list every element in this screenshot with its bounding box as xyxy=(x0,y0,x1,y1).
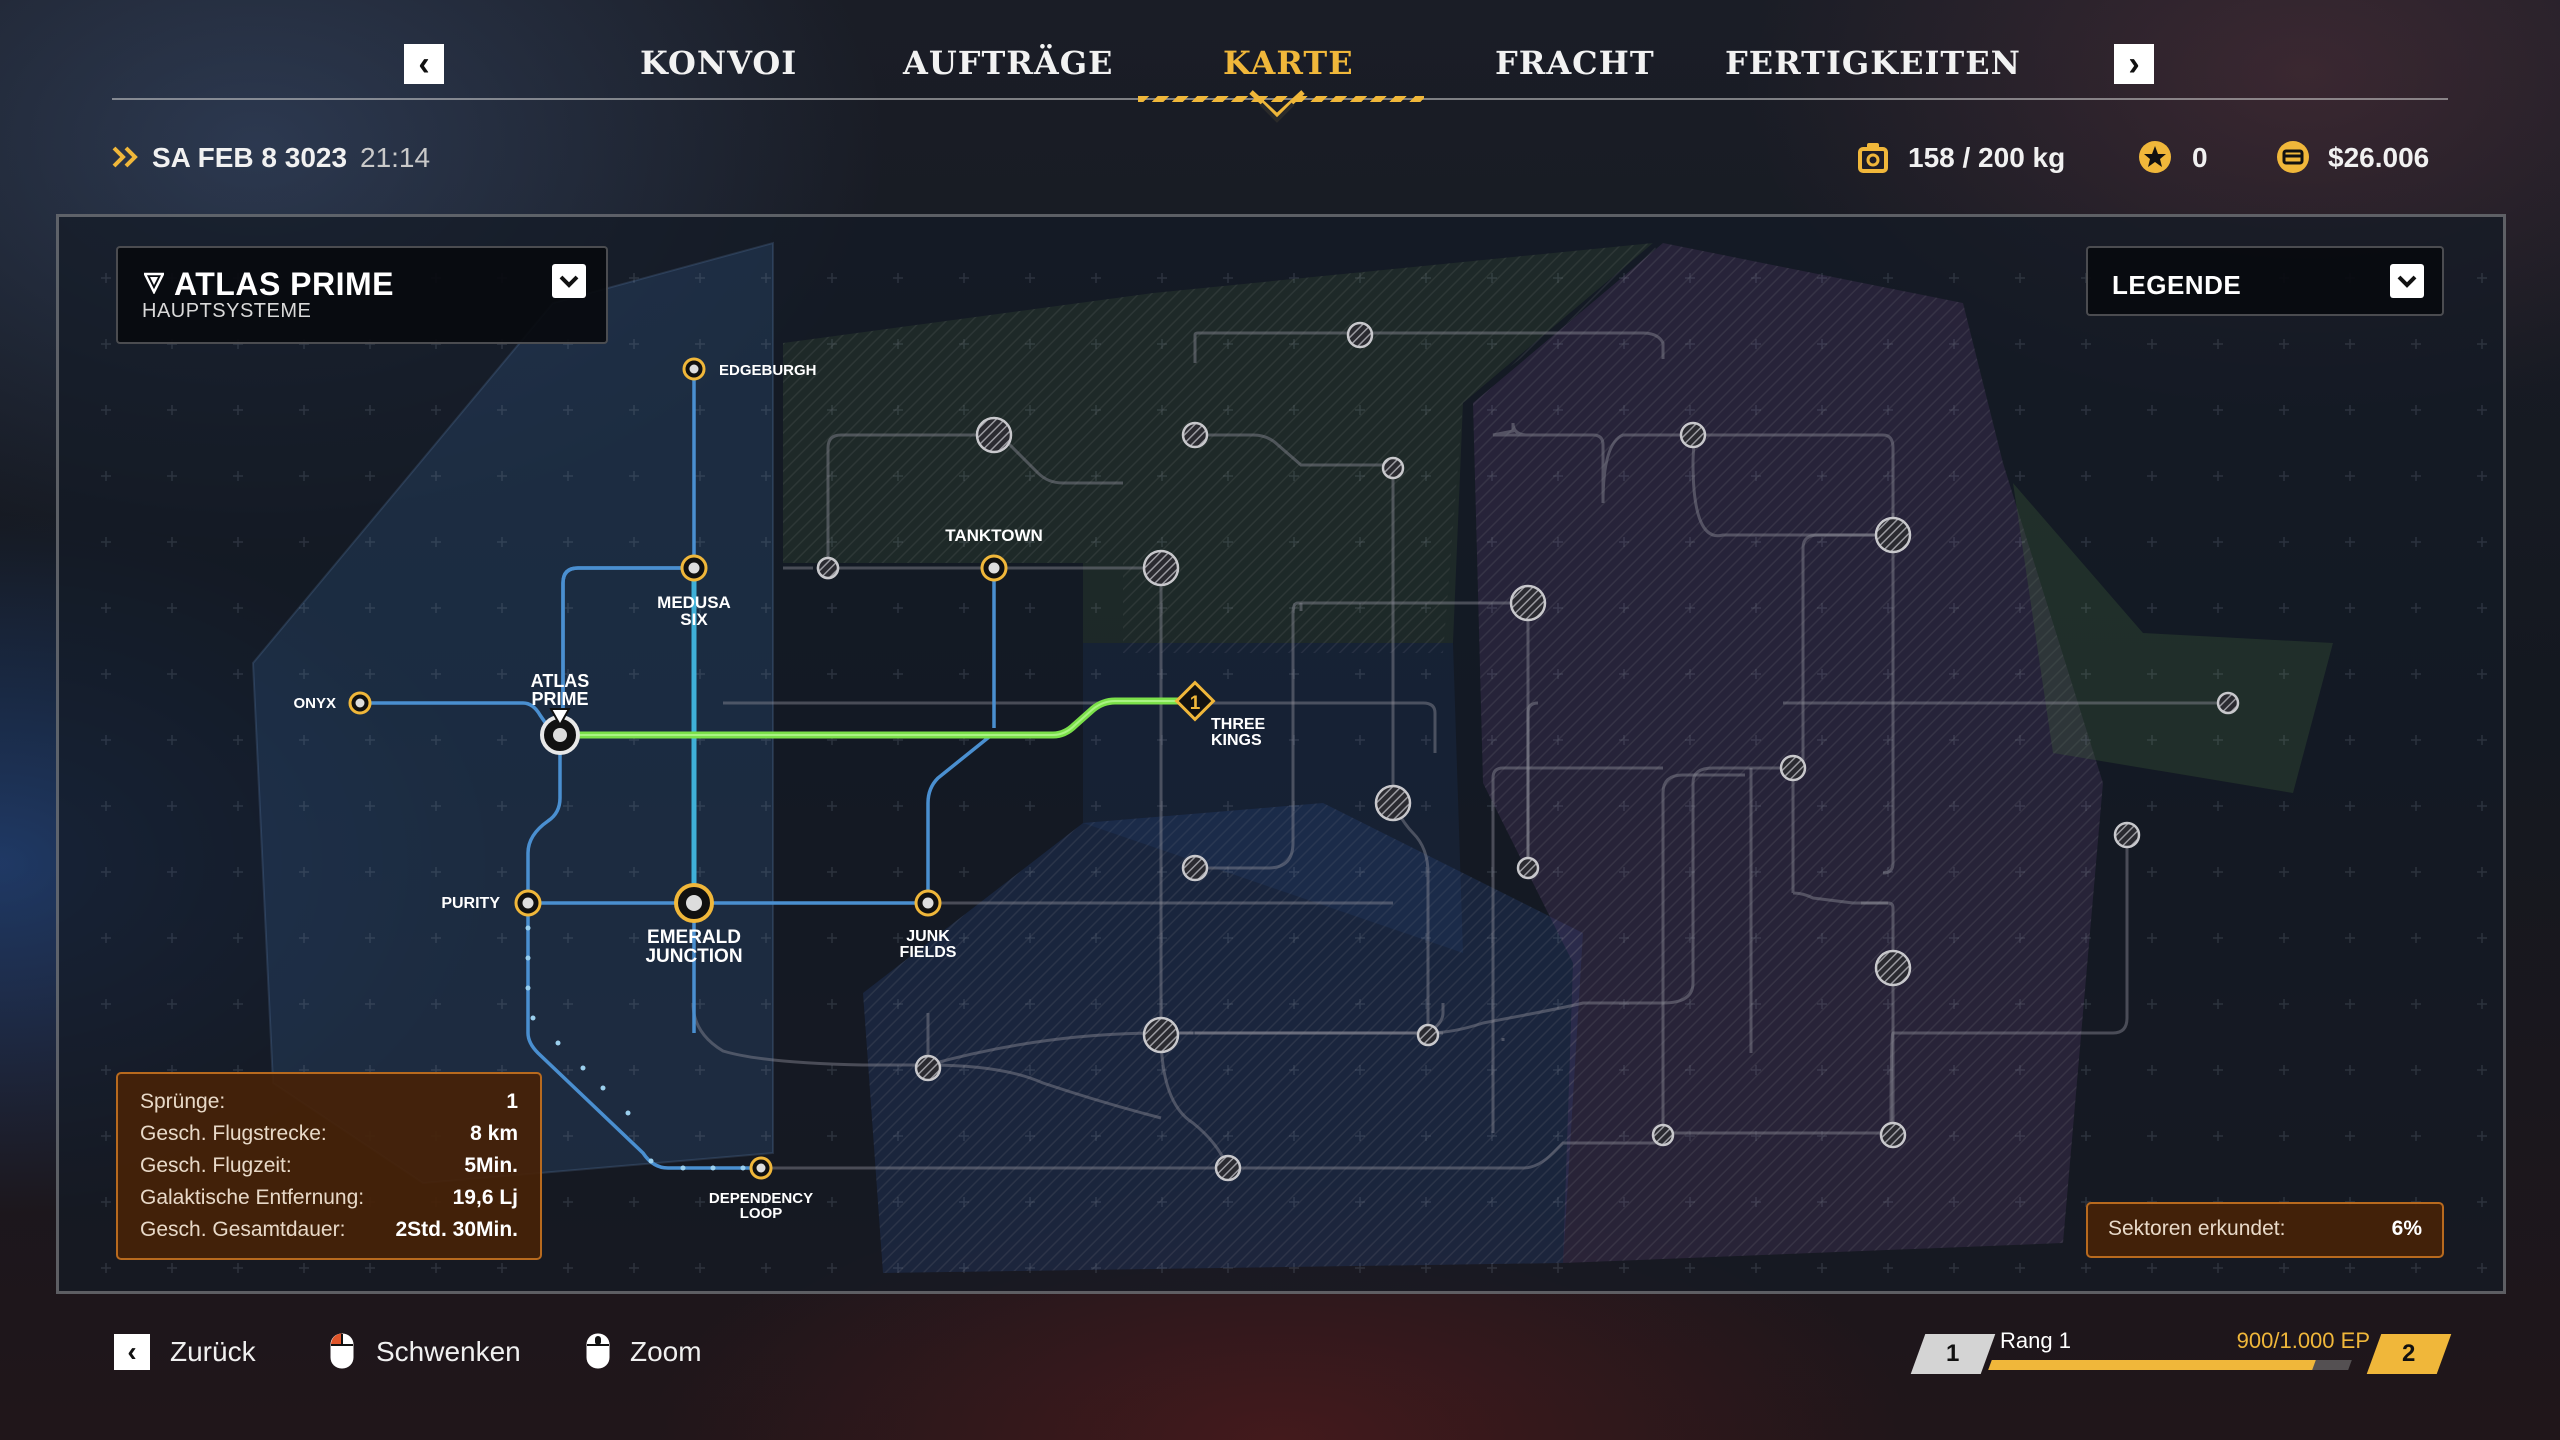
xp-progress-bar xyxy=(1988,1360,2352,1370)
label-three-kings-1: THREE xyxy=(1211,716,1266,733)
nav-next-button[interactable]: › xyxy=(2114,44,2154,84)
label-atlas-1: ATLAS xyxy=(531,671,590,691)
galaxy-map[interactable]: 1 EDGEBURGH TANKTOWN MEDUSA SIX ONYX ATL… xyxy=(56,214,2506,1294)
xp-progress-fill xyxy=(1988,1360,2316,1370)
map-canvas[interactable]: 1 EDGEBURGH TANKTOWN MEDUSA SIX ONYX ATL… xyxy=(59,217,2503,1291)
tab-konvoi[interactable]: KONVOI xyxy=(640,44,798,82)
active-tab-indicator xyxy=(1138,96,1424,102)
back-button[interactable]: Zurück xyxy=(170,1336,256,1367)
game-date: SA FEB 8 3023 xyxy=(152,142,348,173)
map-node-emerald-junction[interactable] xyxy=(674,883,714,923)
cargo-capacity: 158 / 200 kg xyxy=(1908,142,2066,173)
map-node-tanktown[interactable] xyxy=(980,554,1008,582)
map-node-edgeburgh[interactable] xyxy=(682,357,706,381)
info-row-jumps: Sprünge:1 xyxy=(140,1090,518,1113)
label-medusa-1: MEDUSA xyxy=(657,593,731,612)
system-selector[interactable]: ATLAS PRIME HAUPTSYSTEME xyxy=(116,246,608,344)
map-node-dependency-loop[interactable] xyxy=(749,1156,773,1180)
info-row-flight-time: Gesch. Flugzeit:5Min. xyxy=(140,1154,518,1177)
label-atlas-2: PRIME xyxy=(531,689,588,709)
dependency-loop-route xyxy=(525,925,746,1171)
map-node-atlas-prime[interactable] xyxy=(540,708,580,755)
label-medusa-2: SIX xyxy=(680,610,708,629)
next-rank-badge: 2 xyxy=(2366,1334,2452,1374)
route-jump-marker: 1 xyxy=(1190,693,1201,714)
chevron-down-icon xyxy=(559,275,579,288)
sectors-value: 6% xyxy=(2391,1217,2422,1240)
legend-dropdown[interactable]: LEGENDE xyxy=(2086,246,2444,316)
tab-auftraege[interactable]: AUFTRÄGE xyxy=(903,44,1114,82)
active-tab-chevron-icon xyxy=(1249,90,1305,123)
tab-karte[interactable]: KARTE xyxy=(1223,44,1354,82)
chevron-right-icon: › xyxy=(2128,44,2140,83)
star-icon xyxy=(2139,141,2171,173)
credits-balance: $26.006 xyxy=(2328,142,2430,173)
tab-fracht[interactable]: FRACHT xyxy=(1495,44,1655,82)
label-emerald-1: EMERALD xyxy=(647,927,741,948)
system-pin-icon xyxy=(144,272,164,294)
current-rank-badge: 1 xyxy=(1910,1334,1996,1374)
zoom-control: Zoom xyxy=(630,1336,702,1367)
map-sectors xyxy=(59,217,2503,1291)
label-dependency-2: LOOP xyxy=(740,1205,783,1222)
label-onyx: ONYX xyxy=(293,695,336,712)
mouse-left-click-icon xyxy=(330,1333,354,1369)
map-node-onyx[interactable] xyxy=(348,691,372,715)
label-dependency-1: DEPENDENCY xyxy=(709,1190,813,1207)
rank-label: Rang 1 xyxy=(2000,1328,2071,1353)
nav-prev-button[interactable]: ‹ xyxy=(404,44,444,84)
pan-control: Schwenken xyxy=(376,1336,521,1367)
label-purity: PURITY xyxy=(441,895,500,912)
label-junk-1: JUNK xyxy=(906,928,950,945)
star-count: 0 xyxy=(2192,142,2208,173)
info-row-galactic-distance: Galaktische Entfernung:19,6 Lj xyxy=(140,1186,518,1209)
fast-forward-icon xyxy=(112,146,138,168)
route-info-panel: Sprünge:1 Gesch. Flugstrecke:8 km Gesch.… xyxy=(116,1072,542,1260)
system-dropdown-button[interactable] xyxy=(552,264,586,298)
xp-label: 900/1.000 EP xyxy=(2236,1328,2370,1353)
chevron-down-icon xyxy=(2397,275,2417,288)
info-row-distance: Gesch. Flugstrecke:8 km xyxy=(140,1122,518,1145)
tab-fertigkeiten[interactable]: FERTIGKEITEN xyxy=(1725,44,2021,82)
map-node-junk-fields[interactable] xyxy=(914,889,942,917)
info-row-total-duration: Gesch. Gesamtdauer:2Std. 30Min. xyxy=(140,1218,518,1241)
chevron-left-icon: ‹ xyxy=(418,44,430,83)
map-node-purity[interactable] xyxy=(514,889,542,917)
label-emerald-2: JUNCTION xyxy=(645,946,742,967)
legend-label: LEGENDE xyxy=(2112,270,2242,300)
mouse-scroll-icon xyxy=(586,1333,610,1369)
map-node-medusa-six[interactable] xyxy=(680,554,708,582)
weight-icon xyxy=(1858,143,1888,173)
legend-dropdown-button[interactable] xyxy=(2390,264,2424,298)
current-location-pin-icon xyxy=(549,708,571,728)
label-edgeburgh: EDGEBURGH xyxy=(719,362,817,379)
map-labels: EDGEBURGH TANKTOWN MEDUSA SIX ONYX ATLAS… xyxy=(293,362,1265,1222)
back-key[interactable]: ‹ xyxy=(114,1334,150,1370)
unexplored-nodes xyxy=(816,321,2240,1182)
sectors-label: Sektoren erkundet: xyxy=(2108,1217,2286,1240)
credits-icon xyxy=(2277,141,2309,173)
map-node-three-kings[interactable]: 1 xyxy=(1174,680,1216,722)
system-type: HAUPTSYSTEME xyxy=(142,300,312,322)
chevron-left-icon: ‹ xyxy=(127,1336,137,1367)
label-three-kings-2: KINGS xyxy=(1211,732,1262,749)
medusa-atlas-link xyxy=(561,566,694,723)
label-junk-2: FIELDS xyxy=(900,944,957,961)
sectors-explored-panel: Sektoren erkundet: 6% xyxy=(2086,1202,2444,1258)
game-time: 21:14 xyxy=(360,142,431,173)
system-name: ATLAS PRIME xyxy=(174,266,395,302)
label-tanktown: TANKTOWN xyxy=(945,526,1043,545)
